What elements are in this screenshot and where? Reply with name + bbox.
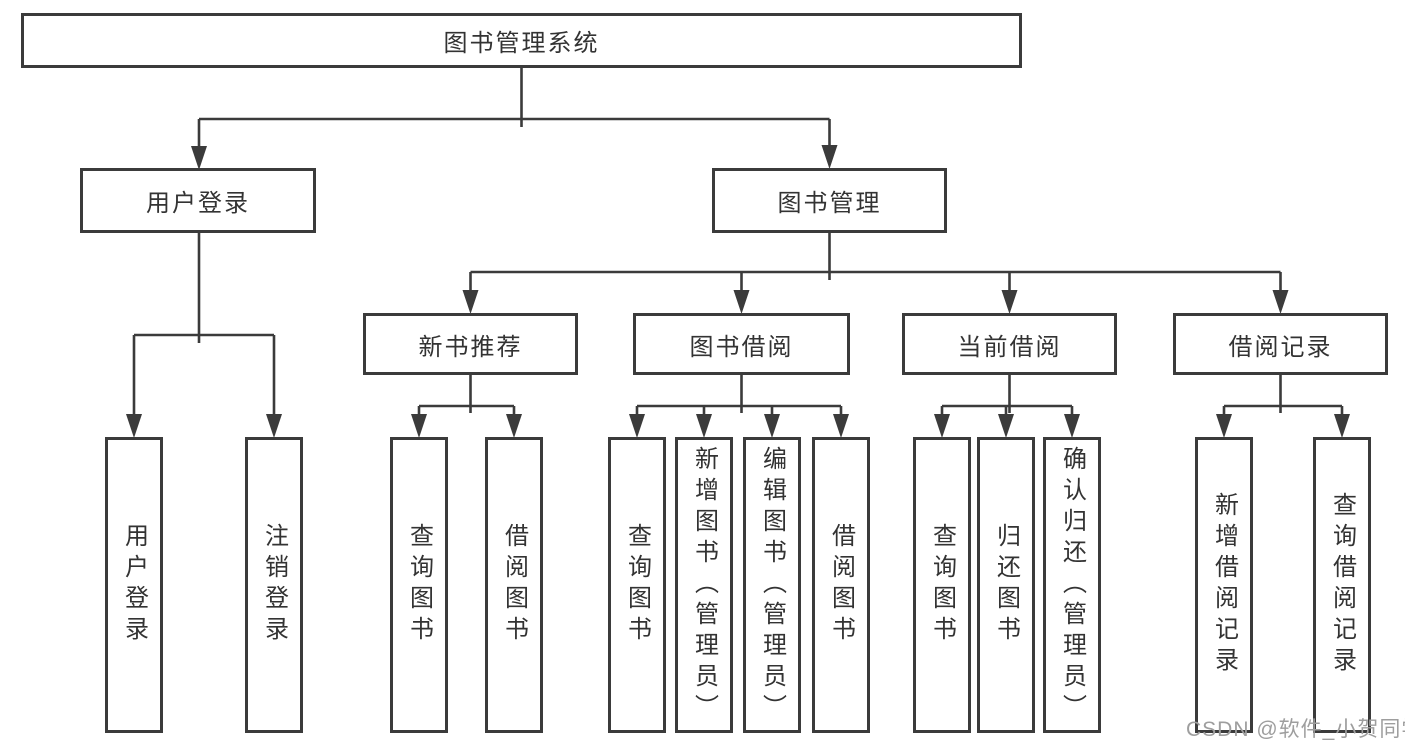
csdn-watermark: CSDN @软件_小贺同学 <box>1186 718 1405 741</box>
leaf-borrow-books-recommend-label: 借阅图书 <box>500 523 528 647</box>
leaf-return-books-label: 归还图书 <box>992 523 1020 647</box>
leaf-edit-books-admin-label: 编辑图书（管理员） <box>758 445 786 725</box>
leaf-query-books-borrow-label: 查询图书 <box>623 523 651 647</box>
leaf-query-borrow-record: 查询借阅记录 <box>1313 437 1371 733</box>
node-borrow-records-label: 借阅记录 <box>1228 333 1333 361</box>
node-book-borrow-label: 图书借阅 <box>689 333 794 361</box>
node-borrow-records: 借阅记录 <box>1173 313 1388 375</box>
leaf-edit-books-admin: 编辑图书（管理员） <box>743 437 801 733</box>
leaf-query-books-recommend: 查询图书 <box>390 437 448 733</box>
node-current-borrow-label: 当前借阅 <box>957 333 1062 361</box>
connector-book-management <box>462 233 1289 314</box>
leaf-add-books-admin: 新增图书（管理员） <box>675 437 733 733</box>
node-root-system: 图书管理系统 <box>21 13 1022 68</box>
connector-new-book-recommend <box>411 375 522 438</box>
node-book-management: 图书管理 <box>712 168 947 233</box>
leaf-logout-label: 注销登录 <box>260 523 288 647</box>
node-user-login-label: 用户登录 <box>146 190 250 217</box>
leaf-query-books-current: 查询图书 <box>913 437 971 733</box>
node-book-borrow: 图书借阅 <box>633 313 850 375</box>
connector-user-login <box>126 233 282 438</box>
leaf-query-books-borrow: 查询图书 <box>608 437 666 733</box>
node-new-book-recommend-label: 新书推荐 <box>418 333 523 361</box>
leaf-logout: 注销登录 <box>245 437 303 733</box>
node-current-borrow: 当前借阅 <box>902 313 1117 375</box>
leaf-borrow-books: 借阅图书 <box>812 437 870 733</box>
leaf-borrow-books-label: 借阅图书 <box>827 523 855 647</box>
leaf-user-login-label: 用户登录 <box>120 523 148 647</box>
leaf-add-borrow-record-label: 新增借阅记录 <box>1210 492 1238 678</box>
node-book-management-label: 图书管理 <box>777 190 882 217</box>
connector-book-borrow <box>629 375 849 438</box>
leaf-confirm-return-admin-label: 确认归还（管理员） <box>1058 445 1086 725</box>
connector-current-borrow <box>934 375 1080 438</box>
leaf-query-books-recommend-label: 查询图书 <box>405 523 433 647</box>
leaf-borrow-books-recommend: 借阅图书 <box>485 437 543 733</box>
connector-root <box>191 68 838 170</box>
leaf-return-books: 归还图书 <box>977 437 1035 733</box>
leaf-add-books-admin-label: 新增图书（管理员） <box>690 445 718 725</box>
leaf-add-borrow-record: 新增借阅记录 <box>1195 437 1253 733</box>
node-user-login: 用户登录 <box>80 168 316 233</box>
leaf-user-login: 用户登录 <box>105 437 163 733</box>
leaf-confirm-return-admin: 确认归还（管理员） <box>1043 437 1101 733</box>
node-root-system-label: 图书管理系统 <box>443 30 600 57</box>
connector-borrow-records <box>1216 375 1350 438</box>
leaf-query-borrow-record-label: 查询借阅记录 <box>1328 492 1356 678</box>
node-new-book-recommend: 新书推荐 <box>363 313 578 375</box>
leaf-query-books-current-label: 查询图书 <box>928 523 956 647</box>
